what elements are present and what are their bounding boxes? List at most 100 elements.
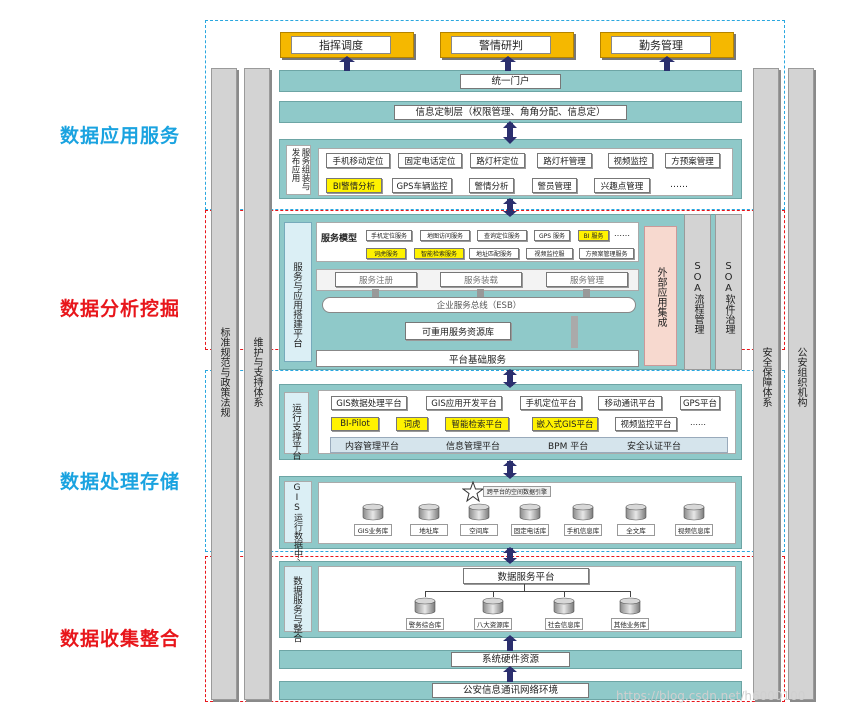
support-platform-title-box: [284, 392, 309, 454]
publish-item-bi: BI警情分析: [326, 178, 382, 193]
sp-gis-data: GIS数据处理平台: [331, 396, 407, 410]
external-integration-label: 外部应用集成: [655, 267, 666, 327]
top-box-dispatch-label: 指挥调度: [291, 36, 391, 54]
updown-arrow-4: [503, 460, 517, 479]
top-box-dispatch: 指挥调度: [280, 32, 414, 58]
publish-item-mobile: 手机移动定位: [326, 153, 390, 168]
maintenance-column: 维护与支持体系: [244, 68, 270, 700]
gis-db-3-label: 固定电话库: [511, 524, 549, 536]
tree-branch: [425, 591, 630, 592]
svc-register: 服务注册: [335, 272, 417, 287]
storage-layer-frame: [205, 370, 785, 552]
publish-title-box: 服务组装与发布应用: [286, 145, 311, 195]
publish-item-poi: 兴趣点管理: [594, 178, 650, 193]
data-service-platform: 数据服务平台: [463, 568, 589, 584]
sp-more: ……: [690, 418, 706, 427]
soa-governance-label: SOA软件治理: [723, 261, 734, 334]
svc-video: 视频监控服: [526, 248, 573, 259]
layer-label-storage: 数据处理存储: [60, 471, 181, 493]
svc-query: 查询定位服务: [477, 230, 527, 241]
int-db-2-icon: [553, 597, 575, 615]
gis-db-4-label: 手机信息库: [564, 524, 602, 536]
tree-leg-2: [564, 591, 565, 597]
publish-item-alarm: 警情分析: [469, 178, 514, 193]
gis-db-6-icon: [683, 503, 705, 521]
gis-db-5-label: 全文库: [617, 524, 655, 536]
svc-load: 服务装载: [440, 272, 522, 287]
maintenance-label: 维护与支持体系: [251, 337, 262, 407]
top-box-duty: 勤务管理: [600, 32, 734, 58]
publish-item-more: ……: [670, 180, 688, 190]
int-db-2-label: 社会信息库: [545, 618, 583, 630]
esb-vertical-arrow: [571, 316, 578, 348]
esb-label: 企业服务总线（ESB）: [436, 301, 522, 311]
layer-label-app: 数据应用服务: [60, 125, 181, 147]
publish-item-phone: 固定电话定位: [398, 153, 462, 168]
svc-more: ……: [614, 229, 630, 238]
gis-db-6-label: 视频信息库: [675, 524, 713, 536]
sp-video: 视频监控平台: [615, 417, 677, 431]
int-db-3-label: 其他业务库: [611, 618, 649, 630]
arrow-manage: [583, 289, 590, 297]
sp-gis-dev: GIS应用开发平台: [426, 396, 502, 410]
svc-plan: 方预案管理服务: [579, 248, 634, 259]
publish-title: 服务组装与发布应用: [290, 148, 310, 191]
gis-db-2-icon: [468, 503, 490, 521]
up-arrow-hardware: [503, 635, 517, 651]
svc-bi: BI 服务: [578, 230, 609, 241]
network-bar: 公安信息通讯网络环境: [279, 681, 742, 700]
top-box-research-label: 警情研判: [451, 36, 551, 54]
sp-bi-pilot: BI-Pilot: [331, 417, 379, 431]
int-db-0-icon: [414, 597, 436, 615]
publish-item-video: 视频监控: [608, 153, 653, 168]
svc-search: 智能检索服务: [414, 248, 464, 259]
svc-manage: 服务管理: [546, 272, 628, 287]
integration-title: 数据服务与整合: [291, 576, 302, 643]
service-platform-title: 服务与应用搭建平台: [291, 262, 302, 348]
info-layer-bar: 信息定制层（权限管理、角角分配、信息定）: [279, 101, 742, 123]
security-column: 安全保障体系: [753, 68, 779, 700]
gis-db-4-icon: [572, 503, 594, 521]
star-icon: [461, 480, 485, 503]
sp-comm: 移动通讯平台: [598, 396, 662, 410]
publish-item-lamp-locate: 路灯杆定位: [470, 153, 525, 168]
gis-db-0-label: GIS业务库: [354, 524, 392, 536]
int-db-3-icon: [619, 597, 641, 615]
external-integration: 外部应用集成: [644, 226, 677, 366]
service-model-label: 服务模型: [321, 234, 358, 244]
service-platform-title-box: [284, 222, 312, 362]
base-services-label: 平台基础服务: [448, 354, 506, 366]
int-db-1-icon: [482, 597, 504, 615]
gis-db-0-icon: [362, 503, 384, 521]
svc-cihu: 词虎服务: [366, 248, 406, 259]
watermark: https://blog.csdn.net/h6000100: [616, 689, 806, 703]
support-platform-title: 运行支撑平台: [290, 403, 301, 460]
reuse-library: 可重用服务资源库: [405, 322, 511, 340]
updown-arrow-1: [503, 121, 517, 144]
up-arrow-duty: [659, 56, 675, 71]
app-layer-frame: [205, 20, 785, 210]
sp-gps: GPS平台: [680, 396, 720, 410]
sp-security: 安全认证平台: [627, 442, 682, 452]
publish-item-plan: 方预案管理: [665, 153, 720, 168]
portal-label: 统一门户: [460, 73, 561, 89]
security-label: 安全保障体系: [760, 347, 771, 407]
integration-title-box: [284, 566, 312, 632]
sp-mobile: 手机定位平台: [520, 396, 582, 410]
gis-db-1-label: 地址库: [410, 524, 448, 536]
base-services-bar: 平台基础服务: [316, 350, 639, 367]
info-layer-label: 信息定制层（权限管理、角角分配、信息定）: [394, 104, 627, 120]
organization-label: 公安组织机构: [795, 347, 806, 407]
arrow-register: [372, 289, 379, 297]
layer-label-collect: 数据收集整合: [60, 628, 181, 650]
int-db-1-label: 八大资源库: [474, 618, 512, 630]
svc-map: 地图访问服务: [420, 230, 470, 241]
updown-arrow-3: [503, 369, 517, 388]
publish-item-police: 警员管理: [532, 178, 577, 193]
arrow-load: [477, 289, 484, 297]
gis-center-title-box: [284, 481, 312, 543]
updown-arrow-2: [503, 198, 517, 217]
tree-stem: [524, 584, 525, 591]
gis-db-2-label: 空间库: [460, 524, 498, 536]
